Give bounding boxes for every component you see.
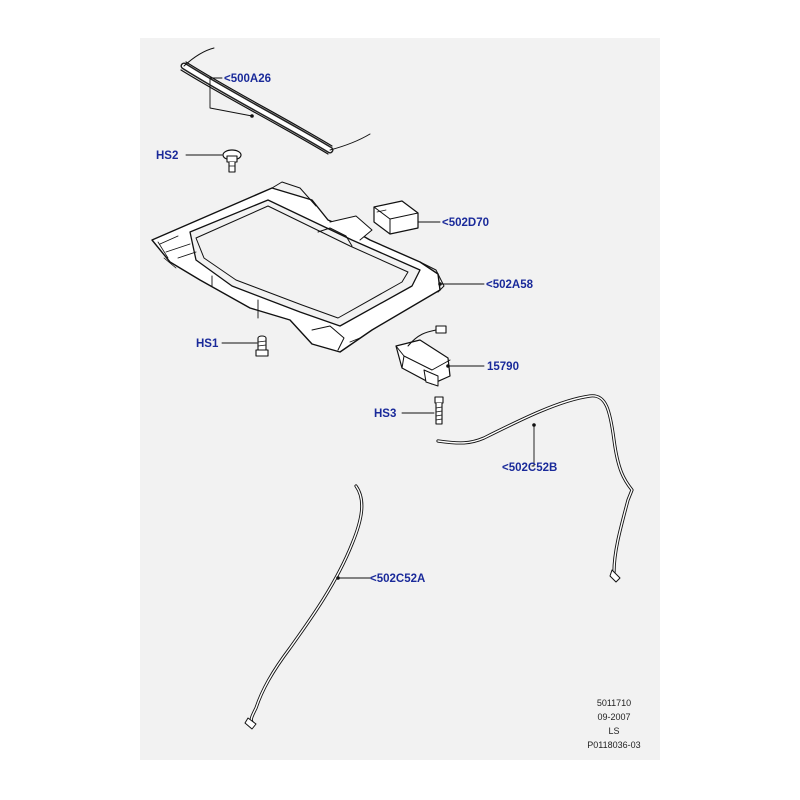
- hs2-clip-fastener: [222, 149, 242, 173]
- sunroof-frame-assembly: [151, 181, 445, 353]
- drawing-reference: P0118036-03: [587, 740, 641, 750]
- callout-hs2: HS2: [156, 150, 178, 162]
- sunroof-control-module: [373, 200, 419, 235]
- callout-hs1: HS1: [196, 338, 219, 350]
- callout-502c52b: <502C52B: [502, 462, 557, 474]
- hs1-bolt-fastener: [255, 335, 269, 357]
- sunroof-motor: [395, 325, 451, 387]
- hs3-bolt-fastener: [434, 396, 444, 425]
- drain-tube-rear: [436, 394, 634, 583]
- drawing-date: 09-2007: [597, 712, 631, 722]
- callout-502c52a: <502C52A: [370, 573, 425, 585]
- callout-15790: 15790: [487, 361, 519, 373]
- leader-dots: [250, 114, 536, 580]
- drawing-number: 5011710: [596, 698, 632, 708]
- callout-502a58: <502A58: [486, 279, 534, 291]
- leader-lines: [185, 77, 535, 579]
- drain-tube-front: [244, 484, 364, 730]
- callout-hs3: HS3: [374, 408, 396, 420]
- drawing-model-code: LS: [608, 726, 620, 736]
- sunroof-seal-strip: [180, 47, 371, 155]
- callout-502d70: <502D70: [442, 217, 489, 229]
- callout-500a26: <500A26: [224, 73, 271, 85]
